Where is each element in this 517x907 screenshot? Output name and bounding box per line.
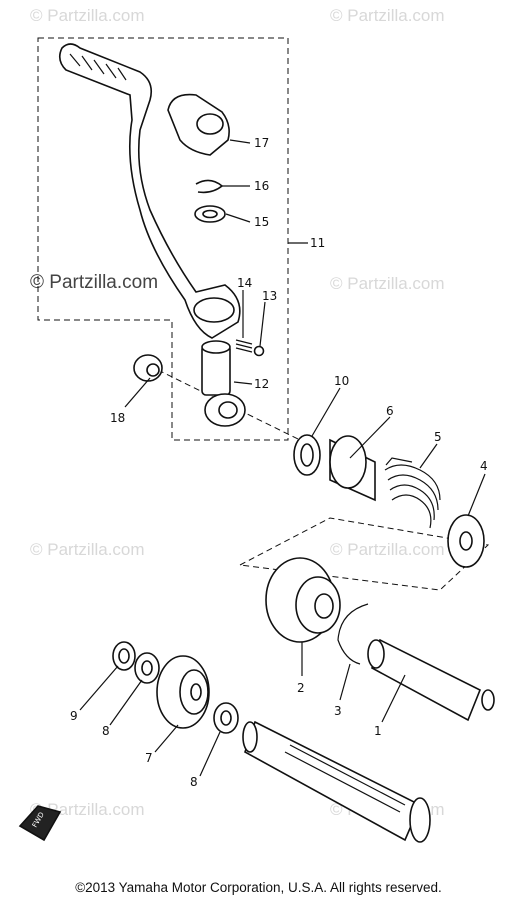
callout-1: 1 (374, 724, 382, 738)
callout-17: 17 (254, 136, 269, 150)
part-12-boss (201, 340, 246, 427)
part-7-idler-gear (156, 655, 210, 729)
callout-8-upper: 8 (102, 724, 110, 738)
callout-9: 9 (70, 709, 78, 723)
callout-7: 7 (145, 751, 153, 765)
callout-6: 6 (386, 404, 394, 418)
leader-lines (79, 139, 486, 777)
callout-11: 11 (310, 236, 325, 250)
callout-10: 10 (334, 374, 349, 388)
part-16-circlip (195, 179, 224, 194)
part-9-circlip (112, 641, 136, 671)
kick-lever-arm (58, 43, 241, 339)
part-5-torsion-spring (384, 457, 441, 529)
part-18-nut (133, 354, 163, 382)
forward-arrow-icon: FWD (18, 805, 62, 842)
main-axle (242, 720, 431, 843)
callout-16: 16 (254, 179, 269, 193)
callout-3: 3 (334, 704, 342, 718)
centre-line (157, 369, 301, 441)
part-3-circlip (337, 603, 369, 665)
part-1-shaft (367, 638, 495, 722)
part-4-washer (447, 514, 485, 568)
callout-15: 15 (254, 215, 269, 229)
part-6-spring-guide (329, 435, 376, 502)
part-13-ball (253, 345, 265, 357)
watermark-mid-left: © Partzilla.com (30, 272, 159, 293)
part-17-crank-lever (167, 93, 230, 156)
watermark-low-right: © Partzilla.com (330, 540, 445, 559)
callout-14: 14 (237, 276, 252, 290)
copyright-footer: ©2013 Yamaha Motor Corporation, U.S.A. A… (75, 880, 442, 895)
part-10-oil-seal (293, 434, 321, 476)
watermark-mid-right: © Partzilla.com (330, 274, 445, 293)
callout-8-lower: 8 (190, 775, 198, 789)
assembly-box-11 (37, 37, 289, 441)
part-14-spring (235, 339, 253, 353)
callout-18: 18 (110, 411, 125, 425)
assembly-box-shaft (238, 517, 490, 591)
callout-4: 4 (480, 459, 488, 473)
callout-5: 5 (434, 430, 442, 444)
callout-2: 2 (297, 681, 305, 695)
watermark-top-left: © Partzilla.com (30, 6, 145, 25)
callout-12: 12 (254, 377, 269, 391)
watermark-top-right: © Partzilla.com (330, 6, 445, 25)
part-8-washer-upper (134, 652, 160, 684)
callout-13: 13 (262, 289, 277, 303)
part-8-washer-lower (213, 702, 239, 734)
part-2-ratchet-gear (265, 557, 341, 643)
watermark-low-left: © Partzilla.com (30, 540, 145, 559)
